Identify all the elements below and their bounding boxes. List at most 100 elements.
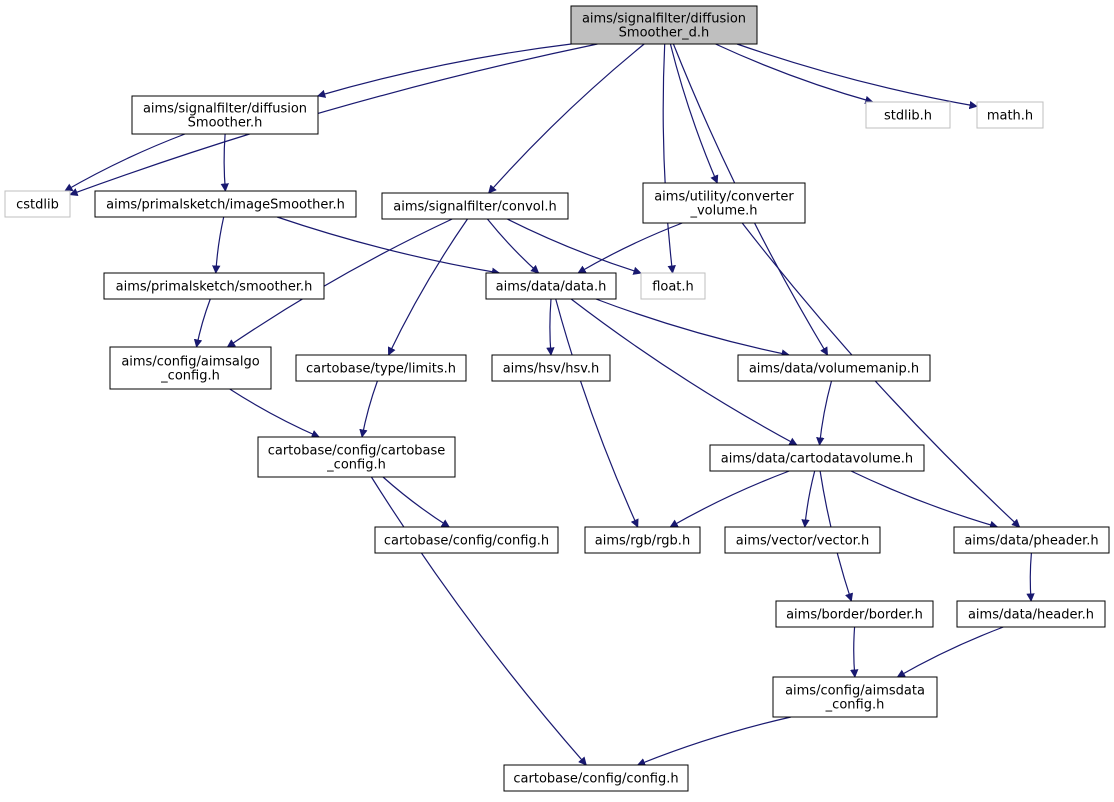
node-label-converterVolume-line-0: aims/utility/converter xyxy=(654,190,794,205)
node-smoother[interactable]: aims/primalsketch/smoother.h xyxy=(103,272,325,300)
node-cstdlib: cstdlib xyxy=(4,190,71,218)
node-box-border[interactable] xyxy=(775,600,934,628)
node-rgb[interactable]: aims/rgb/rgb.h xyxy=(584,526,701,554)
node-vector[interactable]: aims/vector/vector.h xyxy=(724,526,881,554)
node-box-vector[interactable] xyxy=(724,526,881,554)
node-label-root-line-0: aims/signalfilter/diffusion xyxy=(582,12,746,27)
node-config2[interactable]: cartobase/config/config.h xyxy=(503,764,689,792)
node-converterVolume[interactable]: aims/utility/converter_volume.h xyxy=(642,182,806,224)
node-label-math-line-0: math.h xyxy=(987,109,1033,124)
node-pheader[interactable]: aims/data/pheader.h xyxy=(953,526,1110,554)
edge-imageSmoother-to-smoother xyxy=(212,216,225,274)
node-label-cartodatavolume-line-0: aims/data/cartodatavolume.h xyxy=(721,452,913,467)
node-label-limits-line-0: cartobase/type/limits.h xyxy=(306,362,456,377)
node-label-convol-line-0: aims/signalfilter/convol.h xyxy=(393,200,556,215)
node-border[interactable]: aims/border/border.h xyxy=(775,600,934,628)
node-cartodatavolume[interactable]: aims/data/cartodatavolume.h xyxy=(709,444,925,472)
node-limits[interactable]: cartobase/type/limits.h xyxy=(295,354,467,382)
node-box-data[interactable] xyxy=(485,272,617,300)
node-box-stdlib xyxy=(865,101,951,129)
node-box-rgb[interactable] xyxy=(584,526,701,554)
edge-limits-to-cartobaseConfig xyxy=(359,380,378,438)
node-label-diffSmoother-line-0: aims/signalfilter/diffusion xyxy=(143,102,307,117)
node-box-cartodatavolume[interactable] xyxy=(709,444,925,472)
node-cartobaseConfig[interactable]: cartobase/config/cartobase_config.h xyxy=(257,436,456,478)
node-box-converterVolume[interactable] xyxy=(642,182,806,224)
edge-cartodatavolume-to-pheader xyxy=(850,470,999,529)
node-config1[interactable]: cartobase/config/config.h xyxy=(374,526,559,554)
edge-diffSmoother-to-imageSmoother xyxy=(220,133,229,192)
edge-imageSmoother-to-data xyxy=(276,216,501,276)
edge-root-to-diffSmoother xyxy=(316,43,572,98)
node-data[interactable]: aims/data/data.h xyxy=(485,272,617,300)
edge-root-to-convol xyxy=(488,43,645,194)
node-label-header-line-0: aims/data/header.h xyxy=(968,608,1094,623)
node-label-pheader-line-0: aims/data/pheader.h xyxy=(964,534,1098,549)
node-float: float.h xyxy=(640,272,706,300)
node-label-smoother-line-0: aims/primalsketch/smoother.h xyxy=(116,280,313,295)
node-convol[interactable]: aims/signalfilter/convol.h xyxy=(381,192,569,220)
node-box-root[interactable] xyxy=(570,5,758,45)
node-box-limits[interactable] xyxy=(295,354,467,382)
node-label-border-line-0: aims/border/border.h xyxy=(786,608,923,623)
node-label-aimsalgo-line-1: _config.h xyxy=(160,369,220,384)
node-label-cartobaseConfig-line-0: cartobase/config/cartobase xyxy=(268,444,446,459)
node-imageSmoother[interactable]: aims/primalsketch/imageSmoother.h xyxy=(94,190,357,218)
node-box-config2[interactable] xyxy=(503,764,689,792)
node-label-volumemanip-line-0: aims/data/volumemanip.h xyxy=(749,362,919,377)
node-label-hsv-line-0: aims/hsv/hsv.h xyxy=(503,362,600,377)
edge-cartodatavolume-to-vector xyxy=(801,470,816,528)
node-volumemanip[interactable]: aims/data/volumemanip.h xyxy=(737,354,931,382)
node-aimsdata[interactable]: aims/config/aimsdata_config.h xyxy=(772,676,938,718)
node-label-config2-line-0: cartobase/config/config.h xyxy=(513,772,678,787)
edge-root-to-math xyxy=(736,43,978,110)
edge-pheader-to-header xyxy=(1026,552,1035,602)
node-label-cartobaseConfig-line-1: _config.h xyxy=(326,458,386,473)
node-label-converterVolume-line-1: _volume.h xyxy=(689,204,757,219)
edge-smoother-to-aimsalgo xyxy=(193,298,211,348)
node-label-vector-line-0: aims/vector/vector.h xyxy=(736,534,869,549)
edges-layer xyxy=(64,43,1035,767)
node-label-aimsdata-line-1: _config.h xyxy=(825,698,885,713)
edge-convol-to-data xyxy=(486,218,540,274)
node-box-aimsdata[interactable] xyxy=(772,676,938,718)
node-box-config1[interactable] xyxy=(374,526,559,554)
edge-header-to-aimsdata xyxy=(896,626,1004,678)
node-header[interactable]: aims/data/header.h xyxy=(956,600,1106,628)
node-hsv[interactable]: aims/hsv/hsv.h xyxy=(491,354,611,382)
edge-data-to-hsv xyxy=(546,298,555,356)
edge-root-to-converterVolume xyxy=(669,43,719,184)
node-label-config1-line-0: cartobase/config/config.h xyxy=(384,534,549,549)
edge-aimsdata-to-config2 xyxy=(636,716,792,767)
edge-convol-to-aimsalgo xyxy=(226,218,453,348)
edge-convol-to-limits xyxy=(387,218,468,356)
edge-convol-to-float xyxy=(506,218,642,275)
edge-data-to-cartodatavolume xyxy=(570,298,798,446)
node-math: math.h xyxy=(976,101,1044,129)
node-box-imageSmoother[interactable] xyxy=(94,190,357,218)
node-box-aimsalgo[interactable] xyxy=(109,346,272,390)
node-label-diffSmoother-line-1: Smoother.h xyxy=(188,116,263,131)
node-label-float-line-0: float.h xyxy=(652,280,694,295)
edge-diffSmoother-to-cstdlib xyxy=(64,133,186,192)
edge-volumemanip-to-cartodatavolume xyxy=(816,380,833,446)
node-box-convol[interactable] xyxy=(381,192,569,220)
node-box-header[interactable] xyxy=(956,600,1106,628)
node-box-diffSmoother[interactable] xyxy=(131,95,319,135)
node-label-aimsalgo-line-0: aims/config/aimsalgo xyxy=(121,355,259,370)
node-label-cstdlib-line-0: cstdlib xyxy=(16,198,59,213)
node-box-volumemanip[interactable] xyxy=(737,354,931,382)
edge-data-to-volumemanip xyxy=(595,298,790,358)
node-box-cartobaseConfig[interactable] xyxy=(257,436,456,478)
node-label-data-line-0: aims/data/data.h xyxy=(496,280,607,295)
node-label-imageSmoother-line-0: aims/primalsketch/imageSmoother.h xyxy=(106,198,345,213)
node-aimsalgo[interactable]: aims/config/aimsalgo_config.h xyxy=(109,346,272,390)
node-box-pheader[interactable] xyxy=(953,526,1110,554)
node-box-hsv[interactable] xyxy=(491,354,611,382)
node-label-stdlib-line-0: stdlib.h xyxy=(884,109,932,124)
node-box-smoother[interactable] xyxy=(103,272,325,300)
